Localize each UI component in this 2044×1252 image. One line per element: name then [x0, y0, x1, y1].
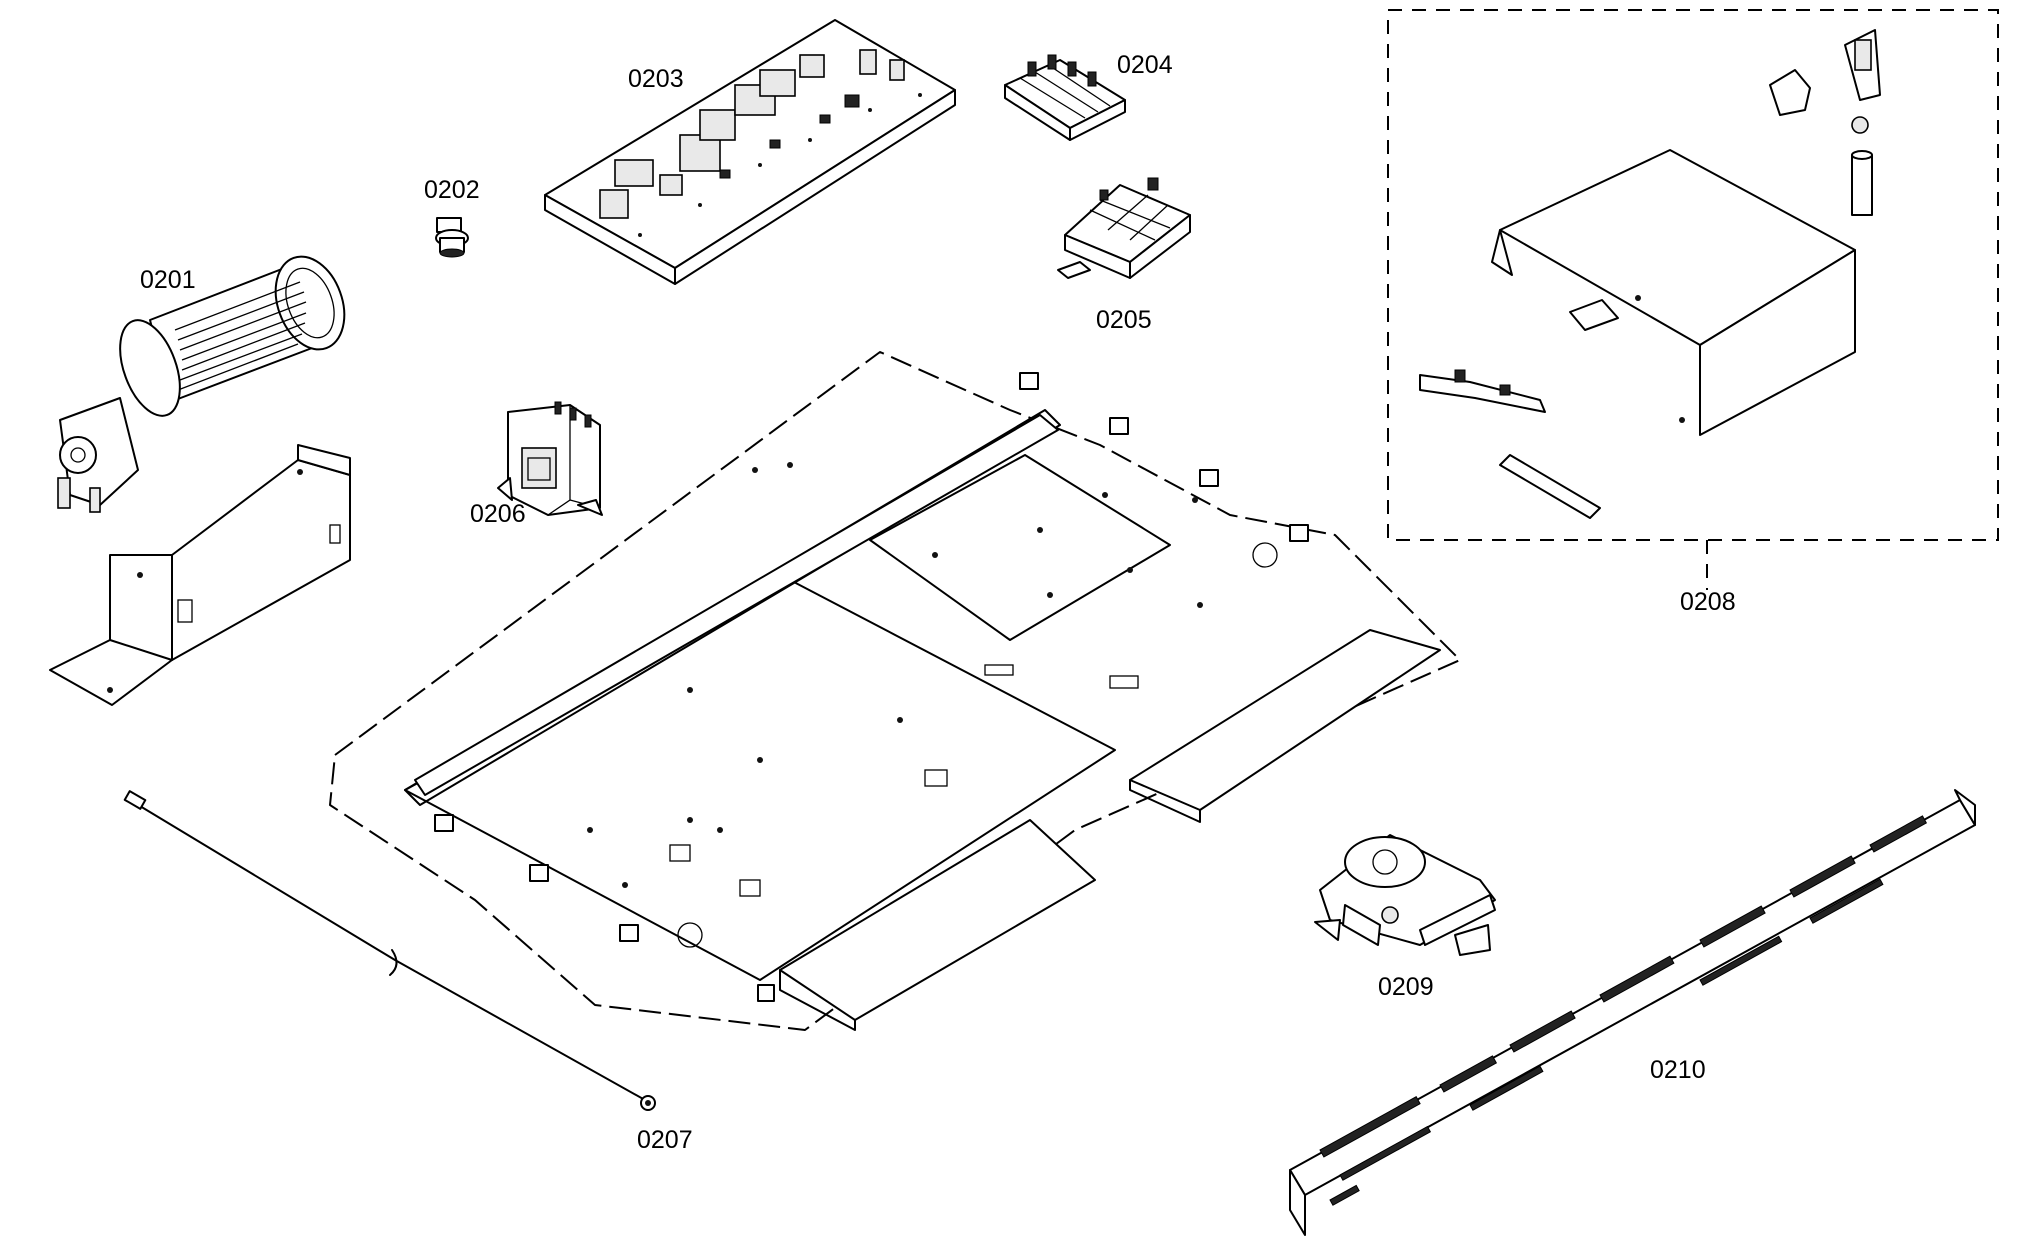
part-0209-lock-motor[interactable]	[1314, 834, 1496, 956]
part-0204-connector-block[interactable]	[1004, 54, 1126, 141]
label-0202: 0202	[424, 176, 480, 204]
label-0204: 0204	[1117, 51, 1173, 79]
label-0205: 0205	[1096, 306, 1152, 334]
label-0210: 0210	[1650, 1056, 1706, 1084]
part-0208-door-lock-kit[interactable]	[1387, 9, 1999, 590]
part-0201-fan-assembly[interactable]	[49, 247, 356, 706]
part-0203-control-board[interactable]	[544, 19, 956, 285]
label-0208: 0208	[1680, 588, 1736, 616]
label-0206: 0206	[470, 500, 526, 528]
label-0209: 0209	[1378, 973, 1434, 1001]
part-0202-thermostat[interactable]	[435, 217, 469, 258]
part-0206-transformer[interactable]	[497, 401, 603, 516]
part-0205-terminal-block[interactable]	[1057, 177, 1191, 279]
part-0207-ground-wire[interactable]	[123, 790, 656, 1111]
label-0201: 0201	[140, 266, 196, 294]
part-0210-trim-strip[interactable]	[1289, 789, 1976, 1236]
base-plate	[329, 351, 1461, 1031]
label-0207: 0207	[637, 1126, 693, 1154]
label-0203: 0203	[628, 65, 684, 93]
